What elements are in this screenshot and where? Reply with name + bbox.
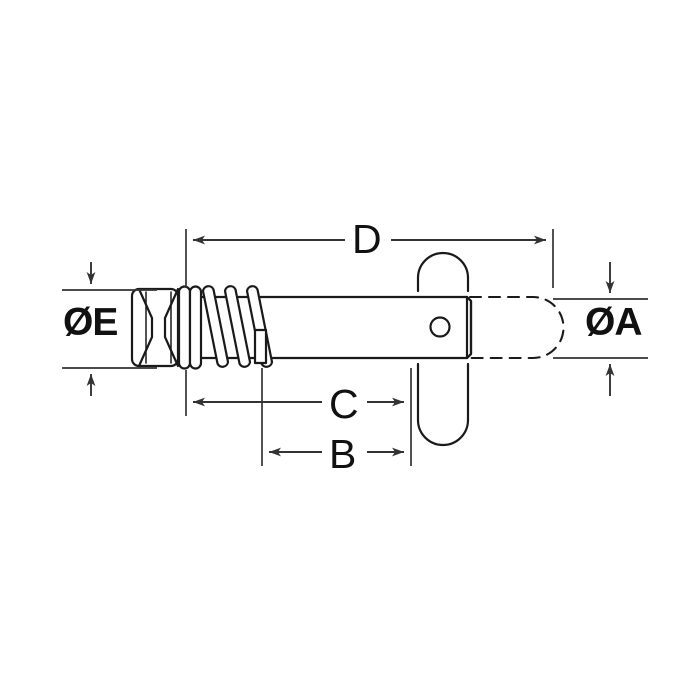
dimension-lines: [62, 229, 648, 466]
dimension-label-D: D: [352, 216, 382, 262]
dimension-OE: [62, 262, 157, 396]
part-geometry: [130, 251, 565, 447]
compression-spring: [177, 285, 274, 370]
locking-collar: [416, 251, 470, 447]
pin-tip-hidden: [468, 295, 565, 360]
extension-lines: [185, 229, 554, 466]
cross-hole: [429, 316, 451, 338]
dimension-label-C: C: [329, 381, 359, 427]
dimension-label-diameter-A: ØA: [585, 301, 642, 344]
dimension-label-B: B: [329, 431, 357, 477]
dimension-OA: [553, 262, 648, 396]
dimension-label-diameter-E: ØE: [63, 301, 118, 344]
handle-flange: [130, 287, 180, 368]
